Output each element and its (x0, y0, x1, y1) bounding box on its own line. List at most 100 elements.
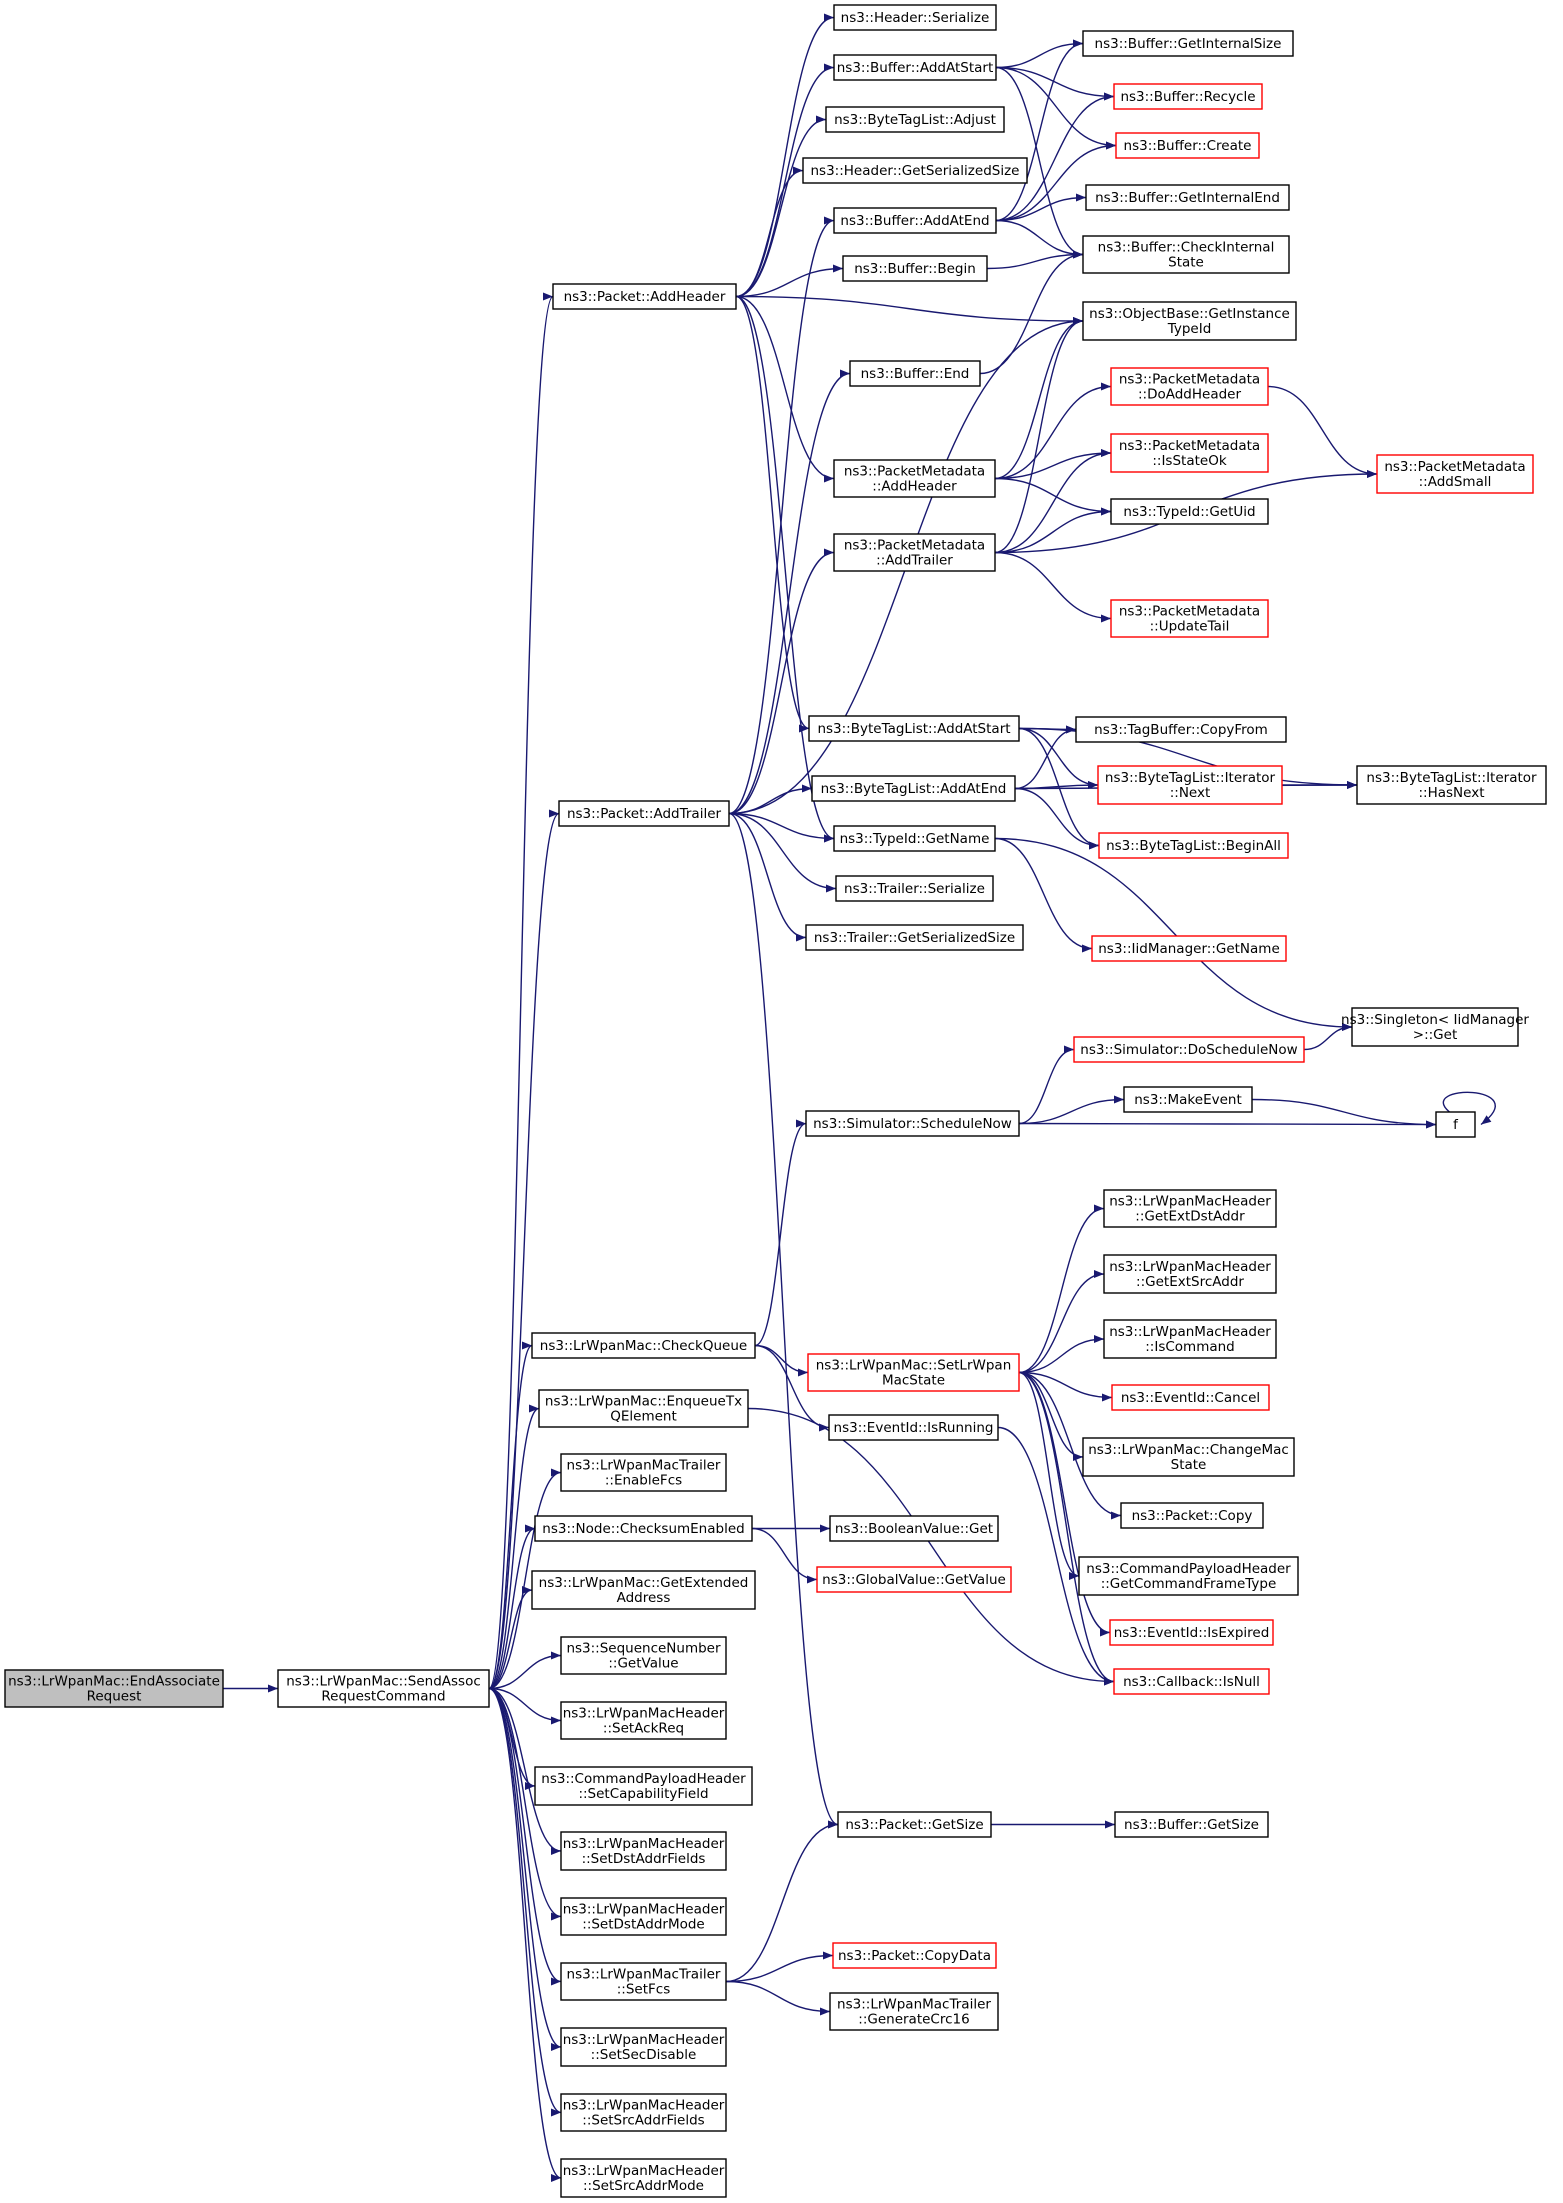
node-label-line: ::UpdateTail (1150, 619, 1230, 635)
node-box (560, 1636, 727, 1675)
node-ns3-commandpayloadheader-setcapabilityfield[interactable]: ns3::CommandPayloadHeader::SetCapability… (534, 1766, 753, 1806)
node-ns3-buffer-getinternalsize[interactable]: ns3::Buffer::GetInternalSize (1082, 30, 1294, 57)
edge-n1-to-n62 (488, 1687, 562, 1855)
node-ns3-packetmetadata-isstateok[interactable]: ns3::PacketMetadata::IsStateOk (1110, 433, 1269, 473)
node-ns3-singleton-iidmanager-get[interactable]: ns3::Singleton< IidManager>::Get (1341, 1007, 1529, 1047)
node-ns3-packet-addheader[interactable]: ns3::Packet::AddHeader (552, 283, 737, 310)
node-ns3-eventid-isrunning[interactable]: ns3::EventId::IsRunning (828, 1414, 999, 1441)
edge-n2-to-n6 (735, 166, 804, 298)
node-ns3-buffer-begin[interactable]: ns3::Buffer::Begin (842, 255, 988, 282)
node-ns3-buffer-create[interactable]: ns3::Buffer::Create (1115, 132, 1260, 159)
node-ns3-buffer-addatstart[interactable]: ns3::Buffer::AddAtStart (833, 54, 997, 81)
node-ns3-lrwpanmacheader-getextsrcaddr[interactable]: ns3::LrWpanMacHeader::GetExtSrcAddr (1103, 1254, 1277, 1294)
node-label-line: ns3::Buffer::GetInternalSize (1095, 36, 1282, 52)
node-ns3-packetmetadata-addsmall[interactable]: ns3::PacketMetadata::AddSmall (1376, 454, 1534, 494)
node-ns3-lrwpanmacheader-iscommand[interactable]: ns3::LrWpanMacHeader::IsCommand (1103, 1319, 1277, 1359)
node-ns3-lrwpanmacheader-setdstaddrfields[interactable]: ns3::LrWpanMacHeader::SetDstAddrFields (560, 1831, 727, 1871)
node-label-line: ns3::SequenceNumber (566, 1641, 721, 1657)
node-ns3-sequencenumber-getvalue[interactable]: ns3::SequenceNumber::GetValue (560, 1636, 727, 1675)
edge-n1-to-n50 (488, 1524, 536, 1690)
node-ns3-bytetaglist-adjust[interactable]: ns3::ByteTagList::Adjust (825, 106, 1005, 133)
node-f[interactable]: f (1435, 1111, 1476, 1138)
edge-n46-to-n57 (997, 1426, 1115, 1686)
node-ns3-packet-getsize[interactable]: ns3::Packet::GetSize (837, 1811, 992, 1838)
node-ns3-packet-copy[interactable]: ns3::Packet::Copy (1120, 1502, 1264, 1529)
node-ns3-lrwpanmacheader-setsrcaddrfields[interactable]: ns3::LrWpanMacHeader::SetSrcAddrFields (560, 2093, 727, 2132)
node-ns3-bytetaglist-iterator-next[interactable]: ns3::ByteTagList::Iterator::Next (1097, 765, 1283, 805)
node-ns3-buffer-addatend[interactable]: ns3::Buffer::AddAtEnd (833, 207, 997, 234)
edge-n2-to-n8 (735, 264, 844, 298)
node-ns3-typeid-getname[interactable]: ns3::TypeId::GetName (833, 825, 996, 852)
node-label-line: ns3::Buffer::Create (1124, 138, 1252, 154)
node-ns3-trailer-serialize[interactable]: ns3::Trailer::Serialize (835, 875, 994, 902)
node-ns3-lrwpanmacheader-setdstaddrmode[interactable]: ns3::LrWpanMacHeader::SetDstAddrMode (560, 1897, 727, 1936)
node-ns3-lrwpanmactrailer-generatecrc16[interactable]: ns3::LrWpanMacTrailer::GenerateCrc16 (829, 1992, 999, 2031)
edge-n4-to-n16 (995, 66, 1084, 259)
node-ns3-callback-isnull[interactable]: ns3::Callback::IsNull (1113, 1668, 1270, 1695)
node-ns3-lrwpanmacheader-getextdstaddr[interactable]: ns3::LrWpanMacHeader::GetExtDstAddr (1103, 1189, 1277, 1228)
node-ns3-simulator-doschedulenow[interactable]: ns3::Simulator::DoScheduleNow (1073, 1036, 1305, 1063)
node-ns3-buffer-end[interactable]: ns3::Buffer::End (849, 360, 981, 387)
node-ns3-bytetaglist-addatstart[interactable]: ns3::ByteTagList::AddAtStart (808, 715, 1020, 742)
node-ns3-globalvalue-getvalue[interactable]: ns3::GlobalValue::GetValue (816, 1566, 1012, 1593)
node-ns3-lrwpanmactrailer-enablefcs[interactable]: ns3::LrWpanMacTrailer::EnableFcs (560, 1453, 727, 1492)
node-ns3-header-serialize[interactable]: ns3::Header::Serialize (833, 4, 997, 31)
node-ns3-buffer-getsize[interactable]: ns3::Buffer::GetSize (1114, 1811, 1269, 1838)
edge-n24-to-n26 (728, 812, 835, 843)
edge-n36-to-n37 (1018, 1095, 1125, 1125)
node-label-line: State (1171, 1457, 1207, 1473)
node-ns3-lrwpanmacheader-setackreq[interactable]: ns3::LrWpanMacHeader::SetAckReq (560, 1701, 727, 1740)
node-ns3-lrwpanmacheader-setsrcaddrmode[interactable]: ns3::LrWpanMacHeader::SetSrcAddrMode (560, 2158, 727, 2198)
node-box (1082, 235, 1290, 274)
node-ns3-packet-copydata[interactable]: ns3::Packet::CopyData (832, 1942, 997, 1969)
node-box (1351, 1007, 1519, 1047)
node-ns3-bytetaglist-iterator-hasnext[interactable]: ns3::ByteTagList::Iterator::HasNext (1356, 765, 1547, 805)
node-label-line: ns3::Buffer::End (861, 366, 970, 382)
edge-n4-to-n14 (995, 66, 1117, 150)
edge-n18-to-n22 (1267, 385, 1378, 478)
node-ns3-bytetaglist-beginall[interactable]: ns3::ByteTagList::BeginAll (1098, 832, 1289, 859)
node-label-line: ns3::Callback::IsNull (1123, 1674, 1260, 1690)
node-ns3-tagbuffer-copyfrom[interactable]: ns3::TagBuffer::CopyFrom (1075, 716, 1287, 743)
node-ns3-header-getserializedsize[interactable]: ns3::Header::GetSerializedSize (802, 157, 1028, 184)
node-ns3-simulator-schedulenow[interactable]: ns3::Simulator::ScheduleNow (805, 1110, 1020, 1137)
edge-n7-to-n15 (995, 193, 1087, 222)
node-label-line: ns3::ByteTagList::BeginAll (1106, 838, 1281, 854)
node-ns3-packetmetadata-addtrailer[interactable]: ns3::PacketMetadata::AddTrailer (833, 533, 996, 572)
node-label-line: ns3::Buffer::Recycle (1120, 89, 1255, 105)
node-ns3-typeid-getuid[interactable]: ns3::TypeId::GetUid (1110, 498, 1269, 525)
node-ns3-commandpayloadheader-getcommandframetype[interactable]: ns3::CommandPayloadHeader::GetCommandFra… (1078, 1556, 1299, 1596)
node-ns3-iidmanager-getname[interactable]: ns3::IidManager::GetName (1091, 935, 1287, 962)
node-box (833, 459, 996, 498)
node-ns3-buffer-recycle[interactable]: ns3::Buffer::Recycle (1113, 83, 1263, 110)
edge-n25-to-n29 (1014, 725, 1077, 790)
node-ns3-node-checksumenabled[interactable]: ns3::Node::ChecksumEnabled (534, 1515, 753, 1542)
node-ns3-trailer-getserializedsize[interactable]: ns3::Trailer::GetSerializedSize (805, 924, 1024, 951)
node-ns3-packet-addtrailer[interactable]: ns3::Packet::AddTrailer (558, 800, 730, 827)
node-ns3-packetmetadata-addheader[interactable]: ns3::PacketMetadata::AddHeader (833, 459, 996, 498)
node-ns3-eventid-isexpired[interactable]: ns3::EventId::IsExpired (1109, 1619, 1274, 1646)
node-ns3-makeevent[interactable]: ns3::MakeEvent (1123, 1086, 1253, 1113)
node-ns3-bytetaglist-addatend[interactable]: ns3::ByteTagList::AddAtEnd (811, 775, 1016, 802)
node-ns3-lrwpanmacheader-setsecdisable[interactable]: ns3::LrWpanMacHeader::SetSecDisable (560, 2027, 727, 2067)
node-ns3-packetmetadata-updatetail[interactable]: ns3::PacketMetadata::UpdateTail (1110, 599, 1269, 638)
node-ns3-lrwpanmac-checkqueue[interactable]: ns3::LrWpanMac::CheckQueue (531, 1332, 756, 1359)
node-ns3-eventid-cancel[interactable]: ns3::EventId::Cancel (1111, 1384, 1270, 1411)
node-ns3-lrwpanmactrailer-setfcs[interactable]: ns3::LrWpanMacTrailer::SetFcs (560, 1962, 727, 2001)
node-ns3-packetmetadata-doaddheader[interactable]: ns3::PacketMetadata::DoAddHeader (1110, 367, 1269, 406)
edge-n10-to-n20 (994, 477, 1112, 516)
node-ns3-booleanvalue-get[interactable]: ns3::BooleanValue::Get (829, 1515, 999, 1542)
node-box (816, 1566, 1012, 1593)
node-box (531, 1332, 756, 1359)
edge-n26-to-n34 (994, 837, 1353, 1031)
node-label-line: ns3::Buffer::AddAtEnd (840, 213, 989, 229)
node-ns3-buffer-getinternalend[interactable]: ns3::Buffer::GetInternalEnd (1085, 184, 1290, 211)
